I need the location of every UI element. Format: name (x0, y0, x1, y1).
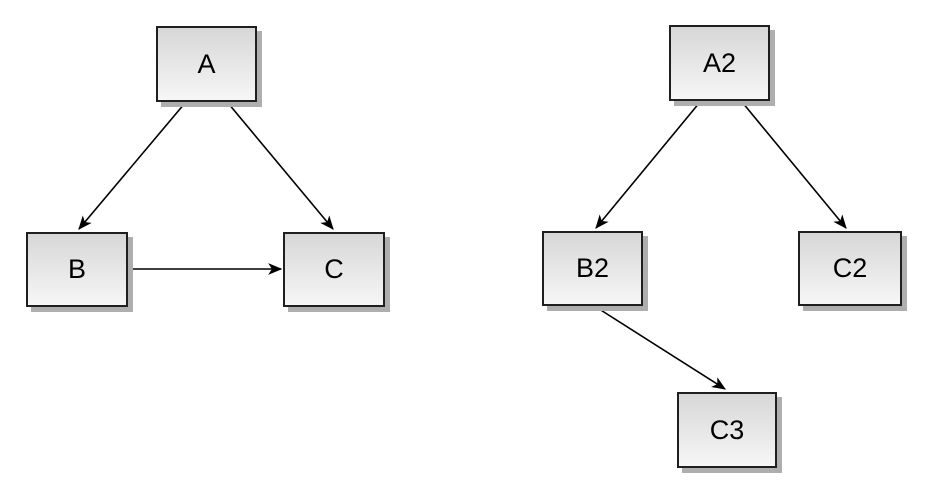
edge-A2-to-C2 (741, 101, 847, 229)
edge-B2-to-C3 (595, 306, 726, 390)
edge-A-to-B (78, 102, 186, 230)
node-label: B2 (575, 253, 610, 283)
edge-A2-to-B2 (595, 101, 701, 229)
node-A2[interactable]: A2 (669, 25, 770, 101)
node-C[interactable]: C (283, 232, 385, 307)
node-B2[interactable]: B2 (542, 231, 643, 306)
node-label: A2 (702, 47, 737, 78)
node-label: A (197, 48, 216, 79)
node-B[interactable]: B (26, 232, 128, 307)
node-label: C2 (832, 253, 868, 283)
node-A[interactable]: A (156, 26, 257, 102)
node-C3[interactable]: C3 (677, 392, 777, 468)
node-label: B (67, 254, 86, 284)
edge-A-to-C (227, 102, 334, 230)
node-C2[interactable]: C2 (798, 231, 902, 306)
node-label: C (324, 254, 344, 284)
node-label: C3 (709, 414, 745, 445)
